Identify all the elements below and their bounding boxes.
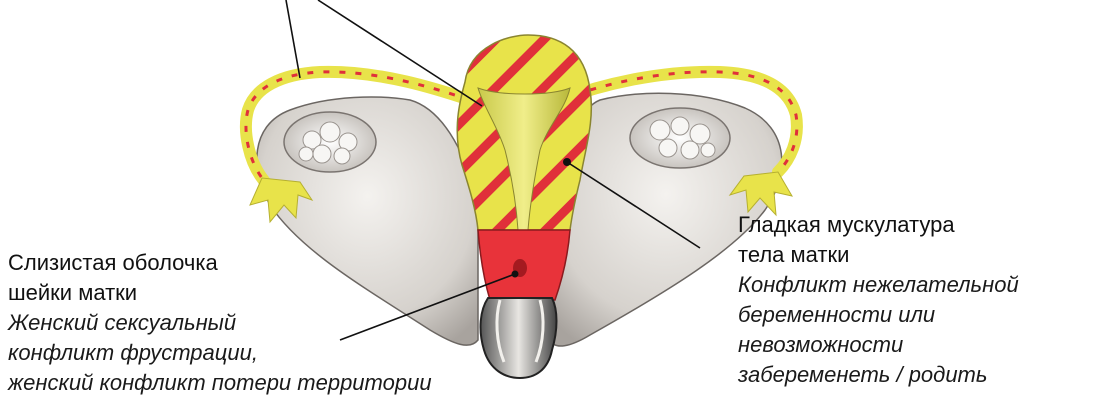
cervix-desc-line-2: конфликт фрустрации, [8, 338, 432, 368]
uterus-smooth-muscle-label: Гладкая мускулатура тела матки Конфликт … [738, 210, 1019, 390]
leader-line-endometrium [318, 0, 482, 106]
cervix-title-line-2: шейки матки [8, 278, 432, 308]
cervix-title-line-1: Слизистая оболочка [8, 248, 432, 278]
leader-line-tube [286, 0, 300, 78]
muscle-title-line-2: тела матки [738, 240, 1019, 270]
muscle-desc-line-4: забеременеть / родить [738, 360, 1019, 390]
cervix-mucosa-label: Слизистая оболочка шейки матки Женский с… [8, 248, 432, 398]
vagina [481, 298, 557, 378]
muscle-desc-line-3: невозможности [738, 330, 1019, 360]
muscle-title-line-1: Гладкая мускулатура [738, 210, 1019, 240]
muscle-desc-line-2: беременности или [738, 300, 1019, 330]
cervix-desc-line-3: женский конфликт потери территории [8, 368, 432, 398]
cervix-desc-line-1: Женский сексуальный [8, 308, 432, 338]
muscle-desc-line-1: Конфликт нежелательной [738, 270, 1019, 300]
